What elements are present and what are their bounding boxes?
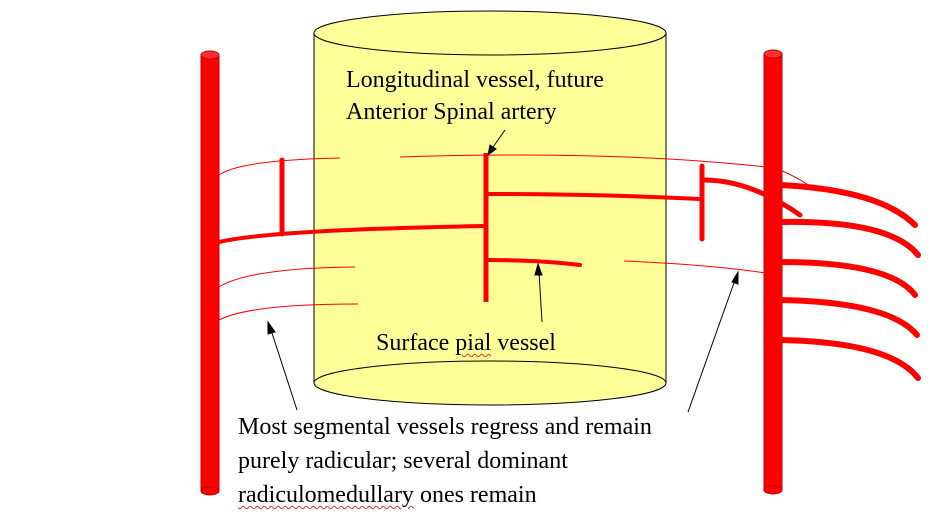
arrow-bottom-left bbox=[267, 320, 298, 411]
label-bottom-line3: radiculomedullary ones remain bbox=[238, 480, 537, 510]
arrow-bottom-right bbox=[687, 270, 739, 413]
surface-pial-vessel bbox=[484, 258, 582, 267]
asa-right-branch bbox=[484, 163, 803, 242]
arrow-surface-pial bbox=[534, 262, 543, 323]
label-longitudinal-line2: Anterior Spinal artery bbox=[346, 99, 557, 125]
regressed-vessels-left bbox=[218, 157, 359, 321]
right-radicular-arcs bbox=[777, 182, 921, 381]
label-bottom-line1: Most segmental vessels regress and remai… bbox=[238, 414, 652, 440]
annotation-arrows bbox=[267, 129, 739, 413]
surface-text-pial: pial bbox=[455, 330, 492, 356]
dominant-radiculomedullary-left bbox=[217, 157, 486, 244]
surface-text-post: vessel bbox=[491, 330, 556, 356]
label-longitudinal-line1: Longitudinal vessel, future bbox=[346, 67, 604, 93]
bottom-text-radiculomedullary: radiculomedullary bbox=[238, 482, 414, 508]
arrow-longitudinal bbox=[487, 129, 506, 157]
spinal-cord-cylinder bbox=[313, 10, 667, 406]
surface-text-pre: Surface bbox=[376, 330, 456, 356]
label-surface-pial-vessel: Surface pial vessel bbox=[376, 328, 556, 358]
left-vertical-vessel bbox=[200, 50, 220, 496]
right-vertical-vessel bbox=[763, 49, 783, 495]
label-bottom-line2: purely radicular; several dominant bbox=[238, 448, 568, 474]
regressed-vessels-right bbox=[399, 154, 813, 276]
bottom-text-ones-remain: ones remain bbox=[413, 482, 537, 508]
